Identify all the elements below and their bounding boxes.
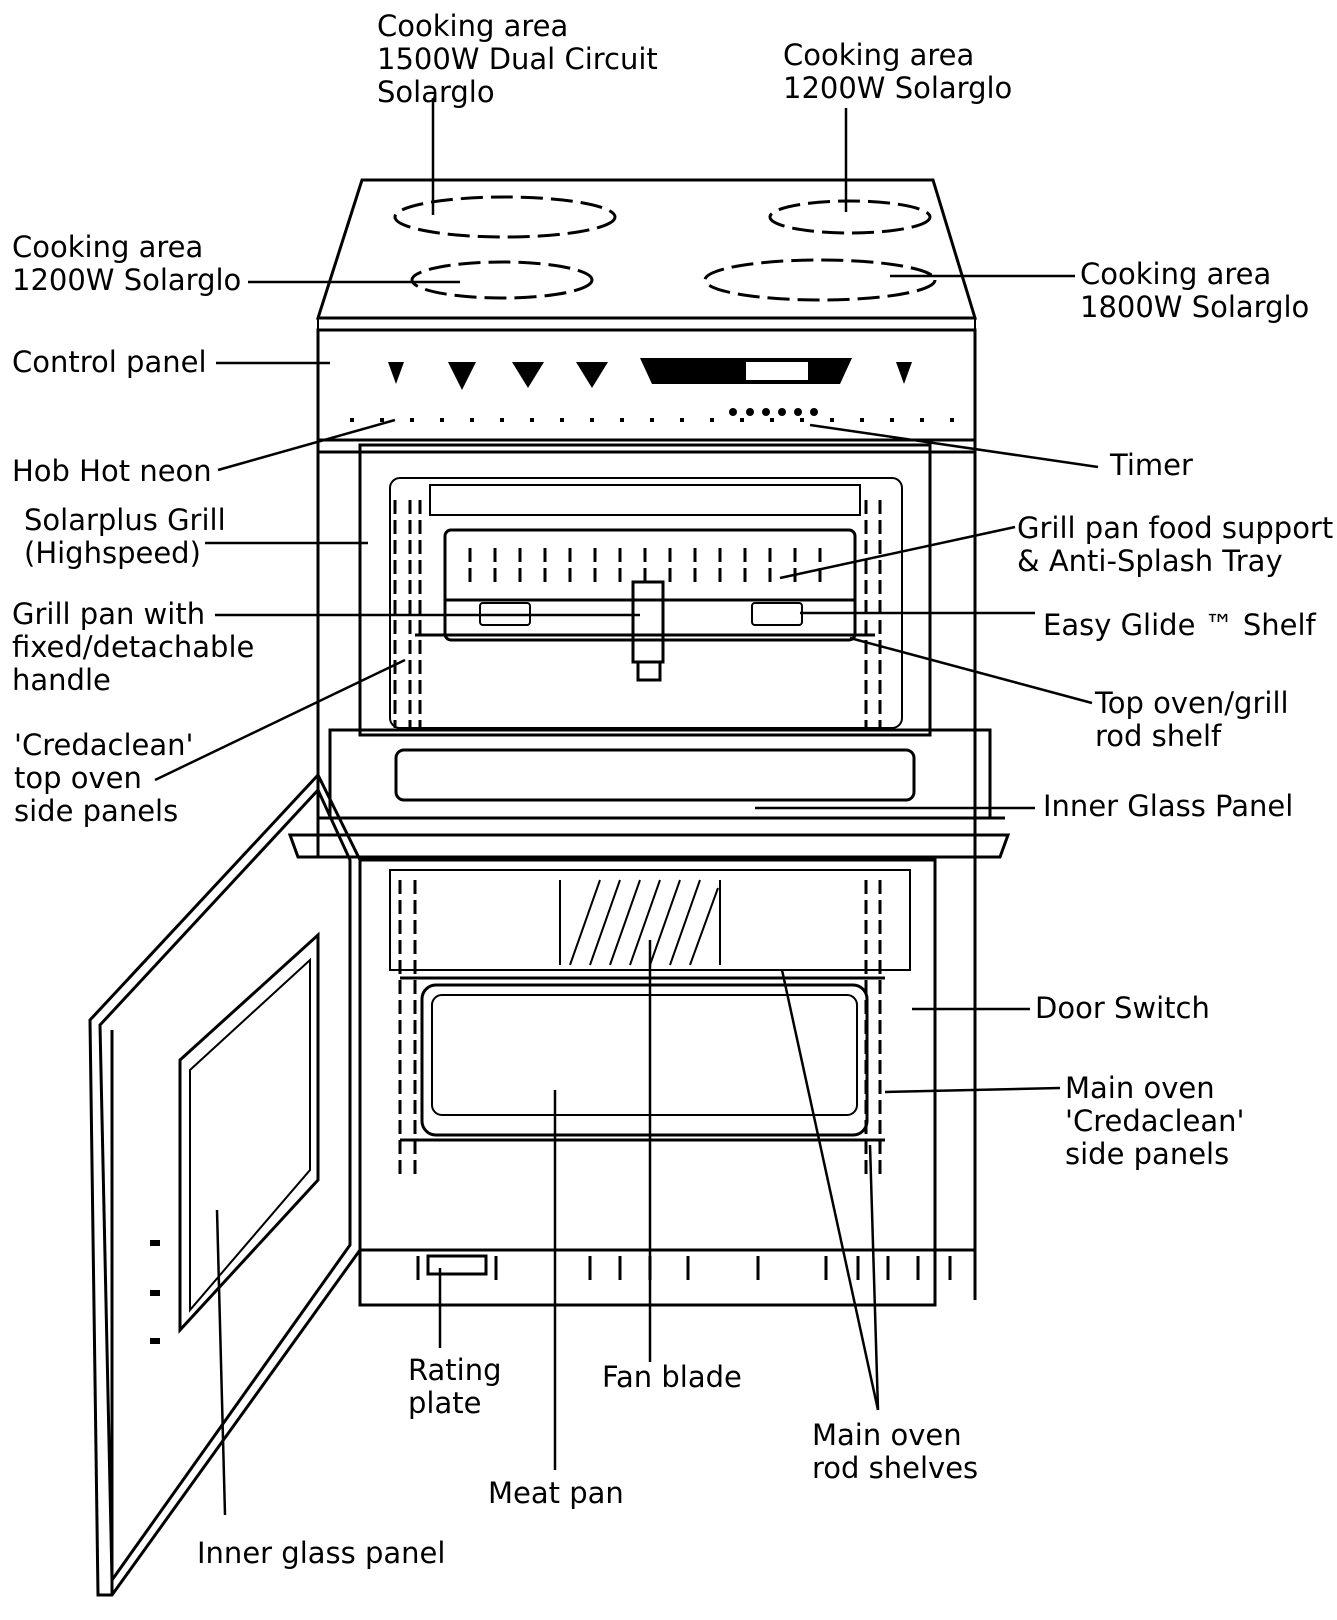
label-solarplus-grill: Solarplus Grill (Highspeed) bbox=[24, 503, 235, 570]
top-oven-cavity bbox=[358, 443, 932, 737]
cooking-zone-rear-left bbox=[393, 195, 617, 239]
label-grill-pan-food-support: Grill pan food support & Anti-Splash Tra… bbox=[1017, 511, 1337, 578]
label-control-panel: Control panel bbox=[12, 345, 207, 379]
cooker-illustration bbox=[88, 178, 1011, 1597]
label-fan-blade: Fan blade bbox=[602, 1360, 742, 1394]
plinth-vents bbox=[416, 1256, 952, 1280]
label-timer: Timer bbox=[1109, 448, 1193, 482]
label-easy-glide-shelf: Easy Glide ™ Shelf bbox=[1043, 608, 1317, 642]
label-inner-glass-panel-top: Inner Glass Panel bbox=[1043, 789, 1293, 823]
control-knobs bbox=[388, 362, 912, 390]
grill-pan bbox=[443, 528, 857, 642]
cooking-zone-front-right bbox=[703, 258, 937, 302]
label-cooking-area-1200w-rear: Cooking area 1200W Solarglo bbox=[783, 38, 1012, 105]
label-cooking-area-1800w: Cooking area 1800W Solarglo bbox=[1080, 257, 1309, 324]
top-oven-door bbox=[328, 728, 992, 820]
label-door-switch: Door Switch bbox=[1035, 991, 1210, 1025]
label-meat-pan: Meat pan bbox=[488, 1476, 624, 1510]
timer-buttons bbox=[729, 408, 818, 416]
label-hob-hot-neon: Hob Hot neon bbox=[12, 454, 212, 488]
label-main-oven-rod-shelves: Main oven rod shelves bbox=[812, 1418, 978, 1485]
label-credaclean-top-oven: 'Credaclean' top oven side panels bbox=[14, 728, 203, 828]
meat-pan bbox=[420, 983, 869, 1137]
main-oven-cavity bbox=[358, 858, 937, 1307]
grill-element bbox=[429, 484, 861, 516]
cooking-zone-front-left bbox=[410, 260, 594, 300]
label-cooking-area-1200w-front: Cooking area 1200W Solarglo bbox=[12, 230, 241, 297]
label-inner-glass-panel-door: Inner glass panel bbox=[197, 1536, 445, 1570]
fan-cover bbox=[559, 879, 721, 966]
label-grill-pan-handle: Grill pan with fixed/detachable handle bbox=[12, 597, 264, 697]
rating-plate bbox=[426, 1254, 488, 1276]
labels: Cooking area 1500W Dual Circuit Solarglo… bbox=[12, 9, 1337, 1570]
label-rating-plate: Rating plate bbox=[408, 1353, 511, 1420]
grill-pan-handle bbox=[631, 580, 665, 664]
main-oven-door bbox=[88, 772, 362, 1597]
grill-pan-grid bbox=[468, 548, 822, 585]
cooking-zone-rear-right bbox=[768, 199, 932, 235]
label-top-oven-rod-shelf: Top oven/grill rod shelf bbox=[1094, 686, 1298, 753]
leader-lines bbox=[154, 98, 1099, 1516]
label-main-oven-credaclean: Main oven 'Credaclean' side panels bbox=[1065, 1071, 1254, 1171]
main-oven-side-rails bbox=[398, 880, 882, 1180]
label-cooking-area-1500w: Cooking area 1500W Dual Circuit Solarglo bbox=[377, 9, 667, 109]
